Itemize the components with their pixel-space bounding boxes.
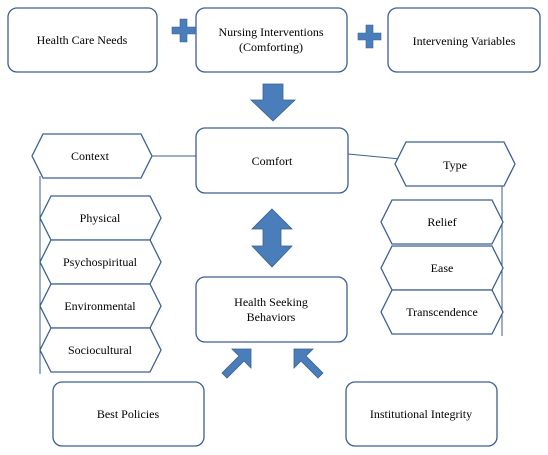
context-item-label: Sociocultural: [68, 343, 133, 357]
type-item-relief: Relief: [380, 199, 504, 245]
context-hexagon: Context: [31, 133, 153, 179]
double-arrow-icon: [251, 208, 293, 268]
institutional-integrity-box: Institutional Integrity: [345, 381, 498, 447]
comfort-box: Comfort: [195, 127, 349, 194]
type-item-label: Transcendence: [406, 305, 478, 319]
diagonal-arrow-icon: [221, 348, 252, 379]
context-item-label: Physical: [80, 211, 121, 225]
context-item-environmental: Environmental: [39, 283, 162, 329]
context-item-label: Environmental: [64, 299, 136, 313]
context-label: Context: [71, 149, 110, 163]
health-care-needs-label: Health Care Needs: [37, 33, 128, 47]
health-seeking-behaviors-box: Health Seeking Behaviors: [195, 276, 348, 343]
type-item-transcendence: Transcendence: [380, 289, 504, 335]
plus-icon: [171, 18, 196, 43]
type-item-label: Ease: [431, 261, 454, 275]
context-item-psychospiritual: Psychospiritual: [39, 239, 162, 285]
type-label: Type: [443, 158, 467, 172]
diagonal-arrow-icon: [293, 348, 324, 379]
best-policies-box: Best Policies: [52, 381, 205, 447]
type-item-ease: Ease: [380, 245, 504, 291]
intervening-variables-label: Intervening Variables: [413, 34, 516, 48]
health-care-needs-box: Health Care Needs: [7, 7, 158, 73]
health-seeking-label-line1: Health Seeking: [234, 295, 308, 309]
down-arrow-icon: [250, 83, 296, 122]
intervening-variables-box: Intervening Variables: [387, 7, 541, 73]
nursing-interventions-box: Nursing Interventions (Comforting): [195, 7, 348, 73]
context-item-physical: Physical: [39, 195, 162, 241]
best-policies-label: Best Policies: [97, 407, 160, 421]
nursing-interventions-label-line1: Nursing Interventions: [219, 25, 324, 39]
institutional-integrity-label: Institutional Integrity: [370, 407, 472, 421]
context-item-sociocultural: Sociocultural: [39, 327, 162, 373]
type-hexagon: Type: [394, 141, 516, 187]
context-item-label: Psychospiritual: [63, 255, 138, 269]
nursing-interventions-label-line2: (Comforting): [239, 40, 303, 54]
type-item-label: Relief: [427, 215, 456, 229]
plus-icon: [357, 24, 382, 49]
comfort-label: Comfort: [252, 154, 293, 168]
health-seeking-label-line2: Behaviors: [247, 310, 296, 324]
